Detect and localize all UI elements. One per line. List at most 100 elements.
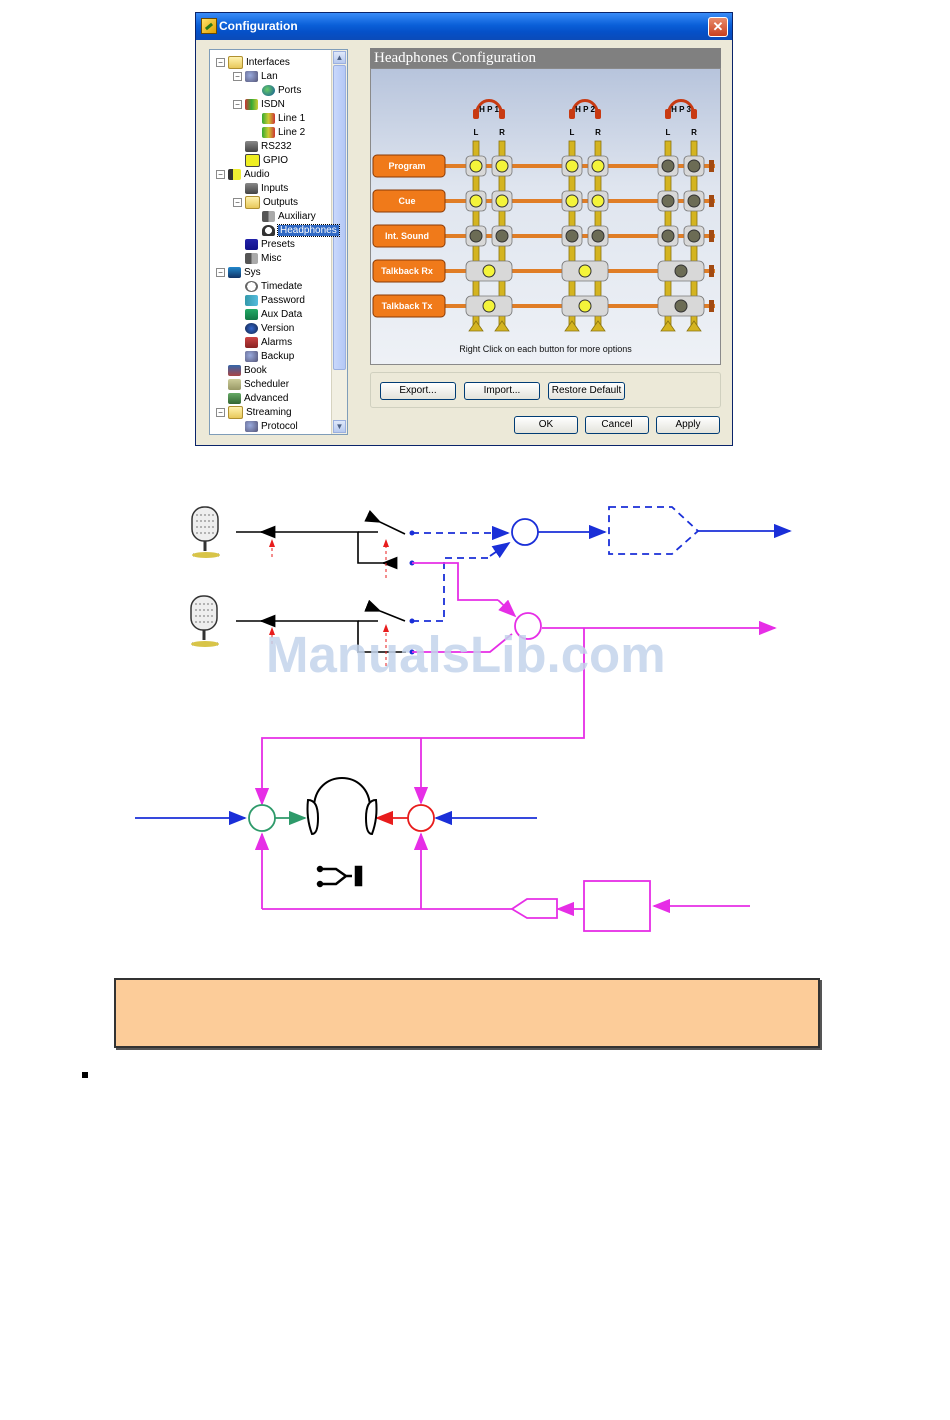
tree-item-rs232[interactable]: RS232 [233, 140, 292, 154]
source-label: Talkback Rx [381, 266, 433, 276]
plug-icon [245, 182, 258, 194]
tree-item-presets[interactable]: Presets [233, 238, 295, 252]
tree-item-label: Book [244, 365, 267, 376]
route-led [674, 264, 688, 278]
tree-item-timedate[interactable]: Timedate [233, 280, 302, 294]
export-button[interactable]: Export... [380, 382, 456, 400]
tree-item-audio[interactable]: −Audio [216, 168, 270, 182]
expand-toggle-icon[interactable]: − [216, 408, 225, 417]
route-led [495, 194, 509, 208]
route-led [687, 159, 701, 173]
tree-item-aux-data[interactable]: Aux Data [233, 308, 302, 322]
tree-item-auxiliary[interactable]: Auxiliary [250, 210, 316, 224]
expand-toggle-icon[interactable]: − [233, 71, 242, 81]
tree-item-password[interactable]: Password [233, 294, 305, 308]
cancel-button[interactable]: Cancel [585, 416, 649, 434]
tree-item-label: Auxiliary [278, 211, 316, 222]
book-icon [228, 364, 241, 376]
route-led [591, 194, 605, 208]
bullet-marker [82, 1072, 88, 1078]
tree-item-outputs[interactable]: −Outputs [233, 196, 298, 210]
expand-toggle-icon[interactable]: − [216, 169, 225, 179]
route-led [482, 299, 496, 313]
tree-item-version[interactable]: Version [233, 322, 294, 336]
route-led [482, 264, 496, 278]
close-button[interactable]: ✕ [708, 17, 728, 37]
tree-item-label: Headphones [277, 224, 340, 237]
rail-end [709, 300, 714, 312]
scroll-down-icon[interactable]: ▼ [333, 420, 346, 433]
hint-text: Right Click on each button for more opti… [459, 344, 632, 354]
expand-toggle-icon[interactable]: − [216, 267, 225, 277]
plug-icon [245, 140, 258, 152]
tree-item-protocol[interactable]: Protocol [233, 420, 298, 434]
tree-item-label: Protocol [261, 421, 298, 432]
expand-toggle-icon[interactable]: − [233, 99, 242, 109]
source-tab [372, 294, 446, 318]
tree-item-label: Presets [261, 239, 295, 250]
isdn-icon [245, 98, 258, 110]
preset-button-group [370, 372, 721, 408]
tree-item-scheduler[interactable]: Scheduler [216, 378, 289, 392]
tree-item-book[interactable]: Book [216, 364, 267, 378]
rail-end [709, 265, 714, 277]
note-icon [245, 238, 258, 250]
switch-symbol-icon [316, 865, 363, 888]
tree-item-headphones[interactable]: Headphones [250, 224, 340, 238]
route-led [565, 159, 579, 173]
tree-item-sys[interactable]: −Sys [216, 266, 261, 280]
tree-item-alarms[interactable]: Alarms [233, 336, 292, 350]
hp-cup-left [569, 109, 575, 119]
source-tab [372, 154, 446, 178]
line-icon [262, 112, 275, 124]
net-icon [245, 350, 258, 362]
tree-item-interfaces[interactable]: −Interfaces [216, 56, 290, 70]
route-led [661, 159, 675, 173]
route-led [674, 299, 688, 313]
hp-cup-left [473, 109, 479, 119]
tree-item-line-1[interactable]: Line 1 [250, 112, 305, 126]
gpio-icon [245, 154, 260, 167]
tree-item-isdn[interactable]: −ISDN [233, 98, 285, 112]
tree-item-streaming[interactable]: −Streaming [216, 406, 292, 420]
tree-item-advanced[interactable]: Advanced [216, 392, 288, 406]
route-led [469, 194, 483, 208]
apply-button[interactable]: Apply [656, 416, 720, 434]
headphone-3-label: H P 3 [671, 105, 691, 114]
restore-default-button[interactable]: Restore Default [548, 382, 625, 400]
decoder-block [583, 880, 651, 932]
amplifier-block [510, 898, 558, 919]
tree-item-gpio[interactable]: GPIO [233, 154, 288, 168]
tree-item-lan[interactable]: −Lan [233, 70, 278, 84]
tree-item-tx[interactable]: TX [233, 434, 274, 435]
route-led [495, 159, 509, 173]
rail-end [709, 160, 714, 172]
expand-toggle-icon[interactable]: − [216, 58, 225, 67]
tree-item-label: Line 1 [278, 113, 306, 124]
line-icon [262, 126, 275, 138]
expand-toggle-icon[interactable]: − [233, 198, 242, 207]
microphone-2-icon [190, 595, 219, 647]
net-icon [245, 420, 258, 432]
microphone-1-icon [191, 506, 220, 558]
scroll-thumb[interactable] [333, 65, 346, 370]
tree-item-label: Advanced [244, 393, 289, 404]
tree-scrollbar[interactable]: ▲ ▼ [331, 50, 347, 434]
tree-item-line-2[interactable]: Line 2 [250, 126, 305, 140]
headphones-icon [306, 777, 378, 836]
route-led [591, 229, 605, 243]
scroll-up-icon[interactable]: ▲ [333, 51, 346, 64]
post-foot [468, 320, 484, 332]
net-icon [245, 70, 258, 82]
ok-button[interactable]: OK [514, 416, 578, 434]
tree-item-ports[interactable]: Ports [250, 84, 301, 98]
import-button[interactable]: Import... [464, 382, 540, 400]
tree-item-inputs[interactable]: Inputs [233, 182, 288, 196]
tree-item-misc[interactable]: Misc [233, 252, 282, 266]
tree-item-backup[interactable]: Backup [233, 350, 294, 364]
panel-title: Headphones Configuration [370, 48, 721, 68]
summer-blue [511, 518, 539, 546]
route-led [687, 194, 701, 208]
